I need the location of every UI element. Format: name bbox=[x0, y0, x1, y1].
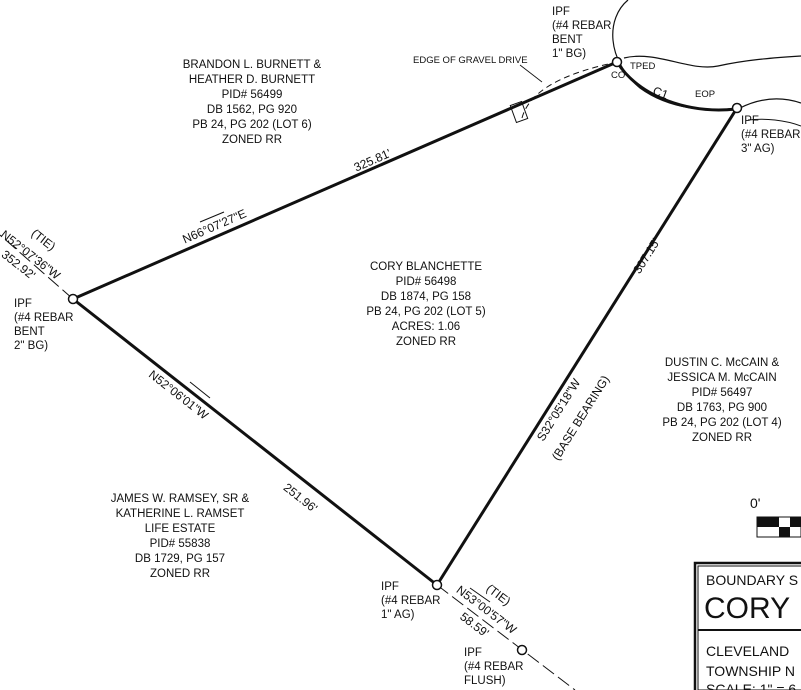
svg-text:ZONED RR: ZONED RR bbox=[222, 134, 282, 146]
svg-text:ZONED RR: ZONED RR bbox=[396, 336, 456, 348]
svg-text:DB 1562, PG 920: DB 1562, PG 920 bbox=[207, 104, 297, 116]
pin-note-tie-south: IPF (#4 REBAR FLUSH) bbox=[464, 647, 523, 687]
svg-text:HEATHER D. BURNETT: HEATHER D. BURNETT bbox=[189, 74, 315, 86]
svg-text:DB 1729, PG 157: DB 1729, PG 157 bbox=[135, 553, 225, 565]
svg-text:IPF: IPF bbox=[14, 298, 32, 310]
road-edge-inner bbox=[623, 55, 801, 68]
svg-text:PID# 56498: PID# 56498 bbox=[396, 276, 457, 288]
sw-distance: 251.96' bbox=[281, 480, 320, 515]
pin-tie-south bbox=[516, 644, 528, 656]
pin-south bbox=[431, 579, 443, 591]
pin-note-east: IPF (#4 REBAR 3" AG) bbox=[741, 115, 800, 155]
boundary-east bbox=[435, 107, 739, 586]
gravel-drive-marker bbox=[509, 100, 529, 124]
pin-west bbox=[67, 293, 79, 305]
pin-note-south: IPF (#4 REBAR 1" AG) bbox=[381, 581, 440, 621]
svg-text:1" AG): 1" AG) bbox=[381, 609, 415, 621]
tped-label: TPED bbox=[630, 61, 655, 72]
arrow-southwest bbox=[189, 381, 211, 399]
arrow-north bbox=[199, 211, 225, 223]
road-edge-curve bbox=[615, 61, 737, 112]
pin-top bbox=[611, 56, 623, 68]
svg-text:1" BG): 1" BG) bbox=[552, 48, 586, 60]
svg-text:IPF: IPF bbox=[552, 6, 570, 18]
title-heading: BOUNDARY S bbox=[706, 572, 798, 588]
owner-north: BRANDON L. BURNETT & HEATHER D. BURNETT … bbox=[183, 59, 322, 146]
svg-text:(#4 REBAR: (#4 REBAR bbox=[552, 20, 611, 32]
eop-label: EOP bbox=[695, 89, 715, 100]
tie-line-nw bbox=[0, 234, 74, 300]
boundary-southwest bbox=[72, 297, 438, 587]
svg-text:ACRES: 1.06: ACRES: 1.06 bbox=[392, 321, 460, 333]
svg-text:2" BG): 2" BG) bbox=[14, 340, 48, 352]
gravel-drive-edge bbox=[521, 61, 618, 119]
svg-text:BRANDON L. BURNETT &: BRANDON L. BURNETT & bbox=[183, 59, 322, 71]
boundary-north bbox=[72, 60, 618, 301]
gravel-leader bbox=[519, 64, 543, 83]
scale-zero: 0' bbox=[750, 495, 760, 511]
svg-text:(#4 REBAR: (#4 REBAR bbox=[464, 661, 523, 673]
co-label: CO bbox=[611, 70, 625, 81]
svg-text:ZONED RR: ZONED RR bbox=[692, 432, 752, 444]
pin-note-top: IPF (#4 REBAR BENT 1" BG) bbox=[552, 6, 611, 60]
svg-text:(#4 REBAR: (#4 REBAR bbox=[741, 129, 800, 141]
svg-text:DUSTIN C. McCAIN &: DUSTIN C. McCAIN & bbox=[665, 357, 780, 369]
svg-text:PID# 56497: PID# 56497 bbox=[692, 387, 753, 399]
road-edge-lower bbox=[739, 98, 801, 109]
east-distance: 307.15' bbox=[630, 236, 663, 276]
svg-text:PID# 56499: PID# 56499 bbox=[222, 89, 283, 101]
pin-east bbox=[731, 102, 743, 114]
svg-text:IPF: IPF bbox=[741, 115, 759, 127]
curve-label: C1 bbox=[651, 84, 671, 103]
svg-text:DB 1874, PG 158: DB 1874, PG 158 bbox=[381, 291, 471, 303]
title-line3: SCALE: 1" = 6 bbox=[706, 681, 796, 690]
svg-text:KATHERINE L. RAMSET: KATHERINE L. RAMSET bbox=[116, 508, 245, 520]
svg-text:PID# 55838: PID# 55838 bbox=[150, 538, 211, 550]
svg-text:DB 1763, PG 900: DB 1763, PG 900 bbox=[677, 402, 767, 414]
scale-bar bbox=[756, 516, 801, 538]
svg-text:IPF: IPF bbox=[381, 581, 399, 593]
title-line1: CLEVELAND bbox=[706, 643, 789, 659]
pin-note-west: IPF (#4 REBAR BENT 2" BG) bbox=[14, 298, 73, 352]
svg-text:BENT: BENT bbox=[552, 34, 583, 46]
svg-text:JESSICA M. McCAIN: JESSICA M. McCAIN bbox=[667, 372, 776, 384]
svg-text:(#4 REBAR: (#4 REBAR bbox=[381, 595, 440, 607]
arrow-tie-s bbox=[469, 587, 491, 603]
svg-text:PB 24, PG 202 (LOT 6): PB 24, PG 202 (LOT 6) bbox=[192, 119, 311, 131]
svg-text:3" AG): 3" AG) bbox=[741, 143, 775, 155]
sw-bearing: N52°06'01"W bbox=[146, 367, 211, 422]
title-name: CORY bbox=[704, 592, 790, 625]
owner-southwest: JAMES W. RAMSEY, SR & KATHERINE L. RAMSE… bbox=[111, 493, 250, 580]
north-distance: 325.81' bbox=[352, 146, 393, 174]
svg-text:JAMES W. RAMSEY, SR &: JAMES W. RAMSEY, SR & bbox=[111, 493, 250, 505]
svg-text:PB 24, PG 202 (LOT 4): PB 24, PG 202 (LOT 4) bbox=[662, 417, 781, 429]
svg-text:ZONED RR: ZONED RR bbox=[150, 568, 210, 580]
gravel-label: EDGE OF GRAVEL DRIVE bbox=[413, 55, 528, 66]
svg-text:LIFE ESTATE: LIFE ESTATE bbox=[145, 523, 216, 535]
road-edge-east bbox=[747, 118, 801, 127]
svg-text:BENT: BENT bbox=[14, 326, 45, 338]
svg-text:FLUSH): FLUSH) bbox=[464, 675, 506, 687]
svg-text:(#4 REBAR: (#4 REBAR bbox=[14, 312, 73, 324]
svg-text:PB 24, PG 202 (LOT 5): PB 24, PG 202 (LOT 5) bbox=[366, 306, 485, 318]
owner-subject: CORY BLANCHETTE PID# 56498 DB 1874, PG 1… bbox=[366, 261, 485, 348]
title-line2: TOWNSHIP N bbox=[706, 663, 795, 679]
svg-text:CORY BLANCHETTE: CORY BLANCHETTE bbox=[370, 261, 482, 273]
owner-east: DUSTIN C. McCAIN & JESSICA M. McCAIN PID… bbox=[662, 357, 781, 444]
road-edge-outer bbox=[612, 0, 738, 111]
title-block: BOUNDARY S CORY CLEVELAND TOWNSHIP N SCA… bbox=[693, 561, 801, 690]
svg-text:IPF: IPF bbox=[464, 647, 482, 659]
tie-line-s bbox=[436, 584, 576, 690]
